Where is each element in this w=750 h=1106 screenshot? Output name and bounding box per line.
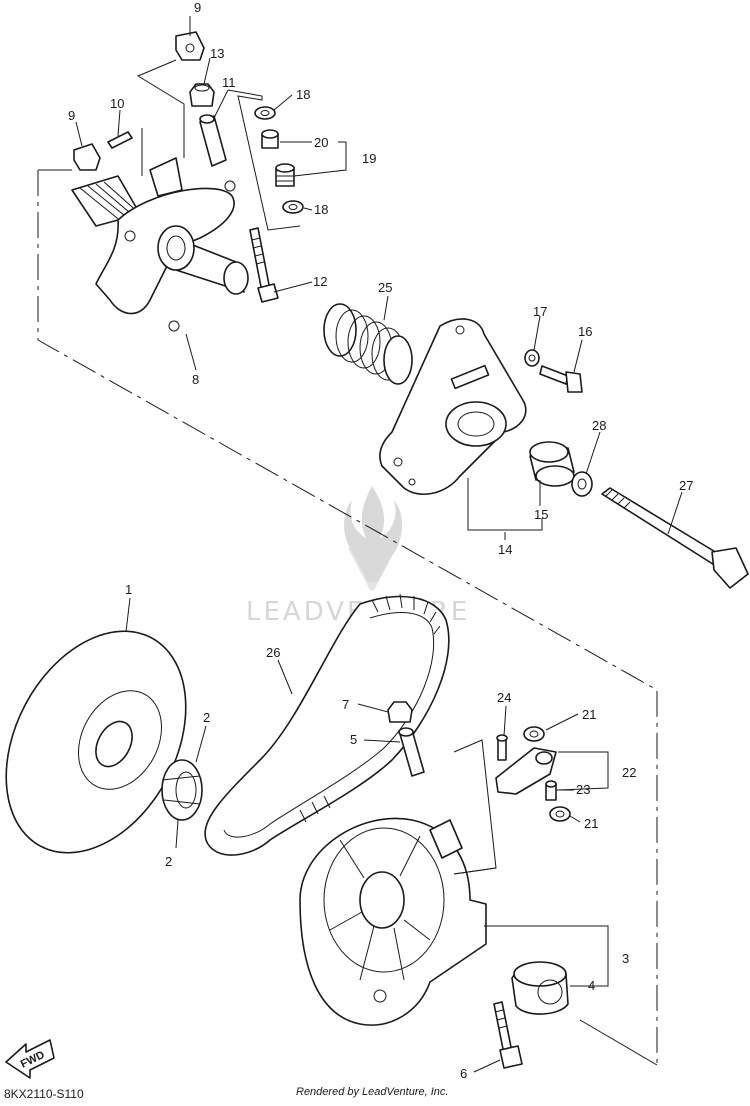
callout-26: 26 (266, 645, 280, 660)
assembly-frame (37, 170, 658, 1065)
callout-8: 8 (192, 372, 199, 387)
callout-22: 22 (622, 765, 636, 780)
part-10-pin (107, 131, 133, 149)
callout-7: 7 (342, 697, 349, 712)
callout-17: 17 (533, 304, 547, 319)
callout-27: 27 (679, 478, 693, 493)
part-9-clip-left (73, 143, 101, 171)
callout-21: 21 (584, 816, 598, 831)
part-25-spring (323, 303, 413, 385)
callout-1: 1 (125, 582, 132, 597)
callout-11: 11 (222, 75, 236, 90)
render-credit: Rendered by LeadVenture, Inc. (296, 1086, 449, 1098)
part-24-pin (496, 734, 508, 761)
callout-21: 21 (582, 707, 596, 722)
callout-13: 13 (210, 46, 224, 61)
part-7-nut (387, 701, 413, 723)
frame-tick (579, 1019, 658, 1066)
part-26-belt (204, 593, 450, 856)
part-28-washer (571, 471, 593, 497)
part-21-washer-top (523, 726, 545, 742)
part-27-long-bolt (601, 487, 749, 589)
callout-2: 2 (203, 710, 210, 725)
part-14-cover-plate (379, 318, 527, 496)
part-18-washer-bottom (282, 200, 304, 214)
part-16-bolt (539, 365, 583, 393)
part-2-bushing (161, 759, 203, 821)
part-3-movable-sheave (299, 817, 487, 1026)
callout-9: 9 (68, 108, 75, 123)
part-1-sheave (5, 630, 187, 854)
part-5-pin (398, 727, 425, 777)
fwd-arrow-badge: FWD (5, 1039, 55, 1079)
part-6-bolt (493, 1001, 523, 1069)
part-18-washer-top (254, 106, 276, 120)
callout-18: 18 (314, 202, 328, 217)
callout-5: 5 (350, 732, 357, 747)
part-13-nut (189, 83, 215, 107)
callout-14: 14 (498, 542, 512, 557)
part-21-washer-bottom (549, 806, 571, 822)
callout-19: 19 (362, 151, 376, 166)
part-17-washer (524, 349, 540, 367)
part-23-roller (545, 780, 557, 801)
part-12-bolt (249, 227, 279, 303)
callout-20: 20 (314, 135, 328, 150)
callout-16: 16 (578, 324, 592, 339)
callout-2: 2 (165, 854, 172, 869)
callout-3: 3 (622, 951, 629, 966)
callout-12: 12 (313, 274, 327, 289)
diagram-code: 8KX2110-S110 (4, 1087, 84, 1101)
callout-labels: 9 13 11 10 9 18 20 19 18 12 25 17 16 8 2… (68, 0, 693, 1081)
callout-10: 10 (110, 96, 124, 111)
callout-15: 15 (534, 507, 548, 522)
part-11-pin (199, 114, 227, 167)
part-8-spider-shaft (71, 157, 249, 332)
part-9-clip-top (175, 31, 205, 61)
callout-28: 28 (592, 418, 606, 433)
callout-6: 6 (460, 1066, 467, 1081)
part-4-bushing (511, 961, 569, 1015)
callout-9: 9 (194, 0, 201, 15)
part-20-bushing (261, 129, 279, 149)
callout-4: 4 (588, 978, 595, 993)
callout-24: 24 (497, 690, 511, 705)
part-15-collar (529, 441, 575, 487)
callout-18: 18 (296, 87, 310, 102)
leader-lines (75, 16, 683, 1073)
callout-25: 25 (378, 280, 392, 295)
callout-23: 23 (576, 782, 590, 797)
part-19-bushing-set (275, 163, 295, 187)
part-22-arm (495, 747, 557, 795)
